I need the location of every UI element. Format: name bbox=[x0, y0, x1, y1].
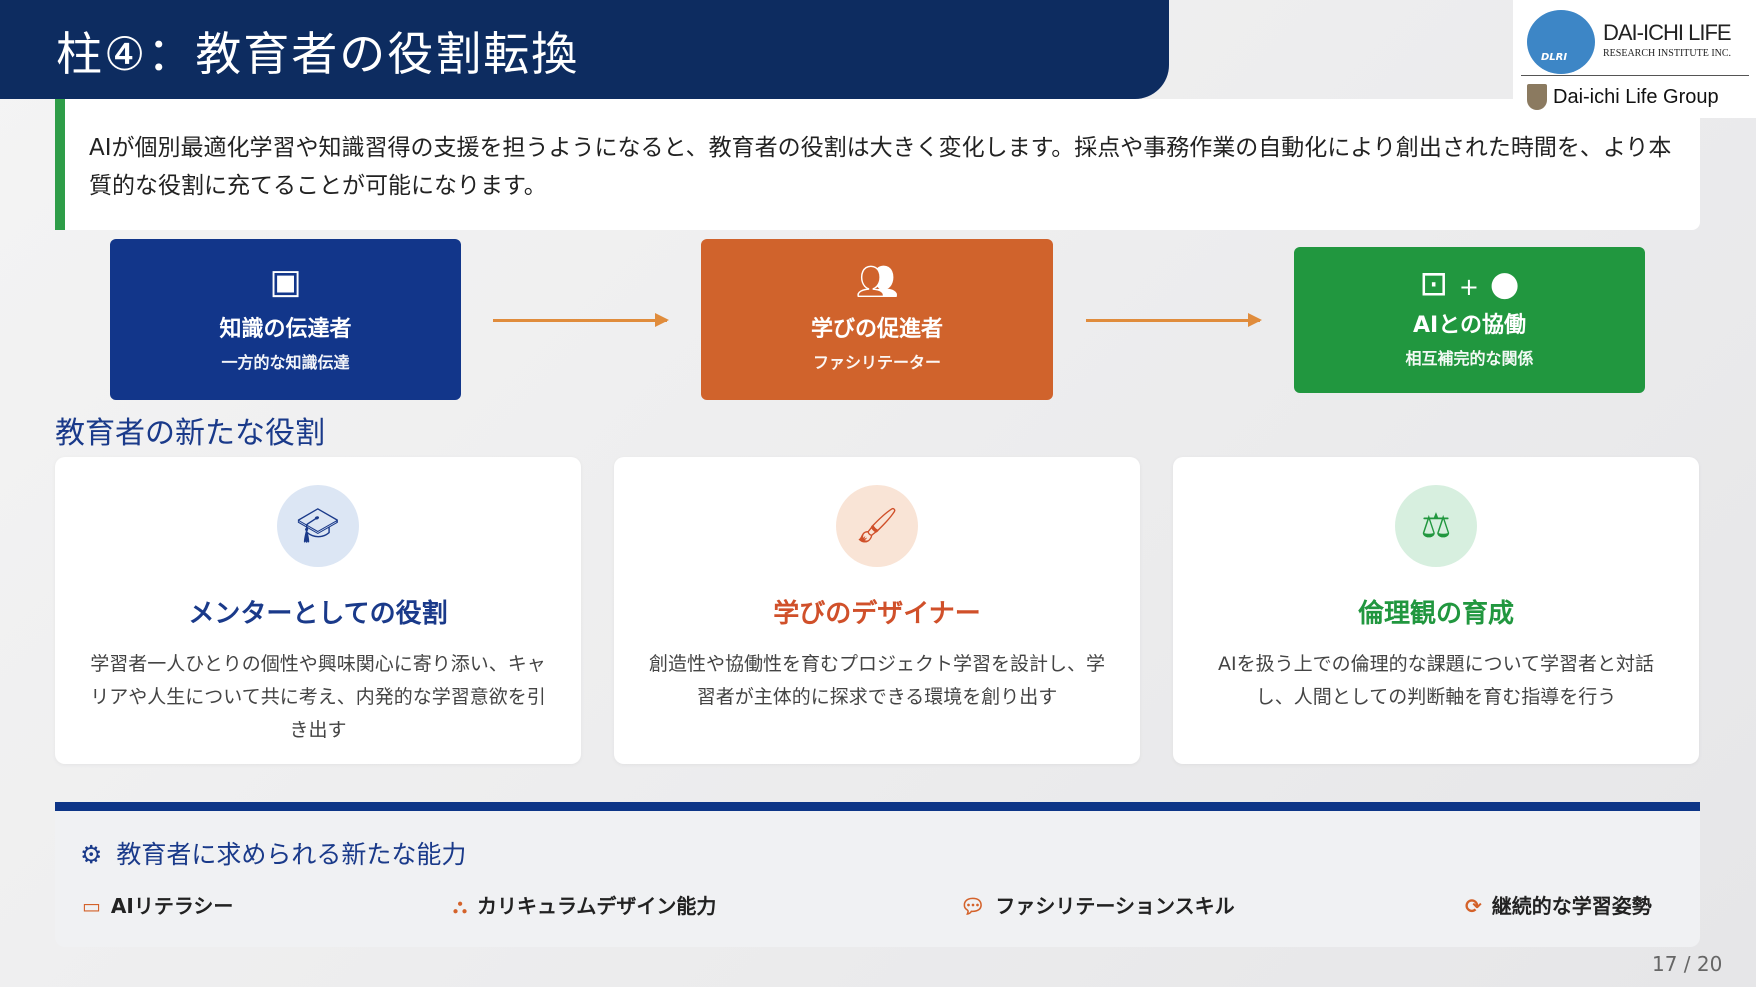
globe-logo-icon: DLRI bbox=[1527, 10, 1595, 74]
skill-item: ▭AIリテラシー bbox=[82, 894, 234, 918]
skill-item: ⟳継続的な学習姿勢 bbox=[1465, 894, 1652, 918]
skill-item: ⛬カリキュラムデザイン能力 bbox=[453, 894, 717, 918]
comments-icon: 💬︎ bbox=[960, 894, 986, 918]
paintbrush-icon: 🖌︎ bbox=[836, 485, 918, 567]
role-ai-collaboration: ⊡ + ● AIとの協働相互補完的な関係 bbox=[1294, 247, 1645, 393]
teacher-board-icon: ▣ bbox=[269, 262, 302, 302]
card-mentor: 🎓︎ メンターとしての役割学習者一人ひとりの個性や興味関心に寄り添い、キャリアや… bbox=[55, 457, 581, 764]
robot-plus-user-icon: ⊡ + ● bbox=[1419, 264, 1520, 304]
users-icon: 👥︎ bbox=[855, 262, 899, 302]
intro-text: AIが個別最適化学習や知識習得の支援を担うようになると、教育者の役割は大きく変化… bbox=[55, 99, 1700, 230]
skills-panel bbox=[55, 811, 1700, 947]
section-title: 教育者の新たな役割 bbox=[55, 416, 325, 451]
scale-icon: ⚖︎ bbox=[1395, 485, 1477, 567]
shield-logo-icon bbox=[1527, 84, 1547, 110]
divider bbox=[55, 802, 1700, 811]
sitemap-icon: ⛬ bbox=[453, 894, 467, 918]
card-designer: 🖌︎ 学びのデザイナー創造性や協働性を育むプロジェクト学習を設計し、学習者が主体… bbox=[614, 457, 1140, 764]
skills-title: ⚙教育者に求められる新たな能力 bbox=[80, 840, 467, 869]
graduate-icon: 🎓︎ bbox=[277, 485, 359, 567]
sync-icon: ⟳ bbox=[1465, 894, 1482, 918]
gears-icon: ⚙ bbox=[80, 840, 103, 869]
arrow-right-icon bbox=[493, 313, 669, 327]
laptop-code-icon: ▭ bbox=[82, 894, 101, 918]
page-title: 柱④：教育者の役割転換 bbox=[0, 0, 1169, 99]
role-knowledge-transmitter: ▣ 知識の伝達者一方的な知識伝達 bbox=[110, 239, 461, 400]
skill-item: 💬︎ファシリテーションスキル bbox=[960, 894, 1235, 918]
arrow-right-icon bbox=[1086, 313, 1262, 327]
page-number: 17 / 20 bbox=[1652, 952, 1723, 976]
role-facilitator: 👥︎ 学びの促進者ファシリテーター bbox=[701, 239, 1053, 400]
